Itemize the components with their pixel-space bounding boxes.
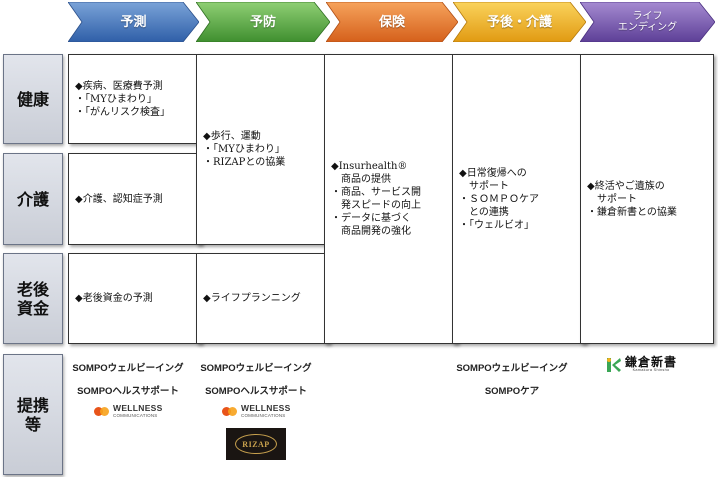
- chevron-shape-icon: [196, 2, 330, 42]
- kamakura-wordmark: 鎌倉新書: [625, 355, 678, 369]
- wellness-mark-icon: [94, 407, 110, 417]
- wellness-communications-logo-2: WELLNESS COMMUNICATIONS: [222, 404, 291, 420]
- stage-label-aftercare: 予後・介護: [486, 14, 552, 30]
- cell-prevent-retirement: ◆ライフプランニング: [196, 253, 330, 344]
- stage-label-insurance: 保険: [378, 14, 405, 30]
- rizap-wordmark: RIZAP: [235, 434, 277, 454]
- stage-arrow-predict: 予測: [68, 2, 199, 42]
- wellness-wordmark: WELLNESS: [113, 403, 163, 413]
- wellness-wordmark: WELLNESS: [241, 403, 291, 413]
- kamakura-mark-icon: [606, 357, 622, 373]
- partner-sompo-wellbeing-2: SOMPOウェルビーイング: [200, 363, 312, 374]
- cell-prevent-health-care: ◆歩行、運動 ・「MYひまわり」 ・RIZAPとの協業: [196, 54, 330, 245]
- row-header-care: 介護: [3, 153, 63, 245]
- stage-arrow-aftercare: 予後・介護: [453, 2, 586, 42]
- chevron-shape-icon: [326, 2, 458, 42]
- kamakura-wordmark-sub: Kamakura Shinsho: [632, 368, 670, 372]
- cell-text: ◆ライフプランニング: [203, 293, 301, 304]
- chevron-shape-icon: [580, 2, 715, 42]
- cell-text: ◆終活やご遺族の サポート ・鎌倉新書との協業: [587, 180, 677, 218]
- cell-text: ◆介護、認知症予測: [75, 193, 163, 205]
- stage-label-life-ending: ライフ エンディング: [617, 11, 678, 33]
- partner-sompo-health-support-2: SOMPOヘルスサポート: [205, 386, 307, 397]
- partner-sompo-care: SOMPOケア: [484, 386, 540, 397]
- partner-sompo-health-support-1: SOMPOヘルスサポート: [77, 386, 179, 397]
- cell-text: ◆歩行、運動 ・「MYひまわり」 ・RIZAPとの協業: [203, 131, 286, 168]
- chevron-shape-icon: [68, 2, 199, 42]
- row-header-health: 健康: [3, 54, 63, 144]
- cell-predict-care: ◆介護、認知症予測: [68, 153, 202, 245]
- cell-life-ending: ◆終活やご遺族の サポート ・鎌倉新書との協業: [580, 54, 714, 344]
- stage-label-prevent: 予防: [249, 14, 276, 30]
- cell-text: ◆疾病、医療費予測 ・「MYひまわり」 ・「がんリスク検査」: [75, 80, 170, 118]
- stage-label-predict: 予測: [120, 14, 147, 30]
- wellness-mark-icon: [222, 407, 238, 417]
- row-header-partners: 提携 等: [3, 354, 63, 475]
- row-header-retirement: 老後 資金: [3, 253, 63, 344]
- wellness-communications-logo-1: WELLNESS COMMUNICATIONS: [94, 404, 163, 420]
- cell-text: ◆老後資金の予測: [75, 293, 153, 304]
- cell-insurance: ◆Insurhealth® 商品の提供 ・商品、サービス開 発スピードの向上 ・…: [324, 54, 458, 344]
- stage-arrow-life-ending: ライフ エンディング: [580, 2, 715, 42]
- cell-predict-health: ◆疾病、医療費予測 ・「MYひまわり」 ・「がんリスク検査」: [68, 54, 202, 144]
- kamakura-shinsho-logo: 鎌倉新書 Kamakura Shinsho: [606, 356, 677, 373]
- wellness-wordmark-sub: COMMUNICATIONS: [113, 413, 158, 418]
- cell-text: ◆Insurhealth® 商品の提供 ・商品、サービス開 発スピードの向上 ・…: [331, 161, 421, 237]
- partner-sompo-wellbeing-1: SOMPOウェルビーイング: [72, 363, 184, 374]
- stage-arrow-insurance: 保険: [326, 2, 458, 42]
- chevron-shape-icon: [453, 2, 586, 42]
- cell-text: ◆日常復帰への サポート ・ＳＯＭＰＯケア との連携 ・「ウェルビオ」: [459, 167, 539, 231]
- wellness-wordmark-sub: COMMUNICATIONS: [241, 413, 286, 418]
- stage-arrow-prevent: 予防: [196, 2, 330, 42]
- cell-predict-retirement: ◆老後資金の予測: [68, 253, 202, 344]
- rizap-logo: RIZAP: [226, 428, 286, 460]
- partner-sompo-wellbeing-4: SOMPOウェルビーイング: [456, 363, 568, 374]
- cell-aftercare: ◆日常復帰への サポート ・ＳＯＭＰＯケア との連携 ・「ウェルビオ」: [452, 54, 586, 344]
